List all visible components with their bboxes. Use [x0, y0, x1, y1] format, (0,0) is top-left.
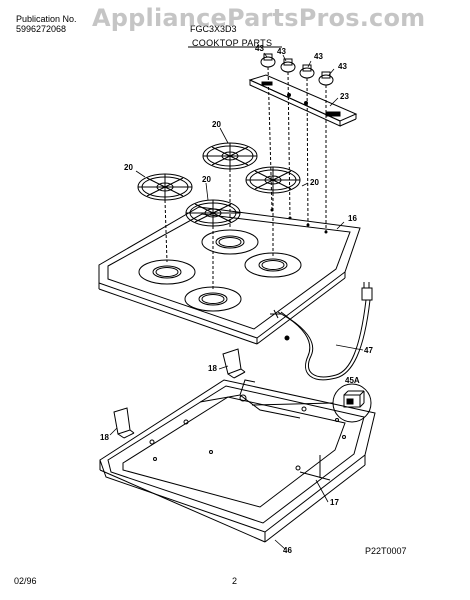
- callout-43-c: 43: [314, 52, 323, 61]
- callout-47: 47: [364, 346, 373, 355]
- callout-leaders: [109, 52, 364, 550]
- print-date: 02/96: [14, 576, 37, 586]
- knob-2: [280, 58, 296, 73]
- callout-23: 23: [340, 92, 349, 101]
- callout-43-b: 43: [277, 47, 286, 56]
- callout-20-d: 20: [202, 175, 211, 184]
- publication-label: Publication No.: [16, 14, 77, 24]
- callout-18-a: 18: [208, 364, 217, 373]
- watermark: AppliancePartsPros.com: [92, 4, 426, 32]
- model-number: FGC3X3D3: [190, 24, 237, 34]
- section-title: COOKTOP PARTS: [192, 38, 273, 48]
- callout-20-b: 20: [124, 163, 133, 172]
- power-cord: [270, 282, 373, 381]
- burner-grate-back: [202, 142, 258, 170]
- callout-20-c: 20: [310, 178, 319, 187]
- callout-43-d: 43: [338, 62, 347, 71]
- diagram-id: P22T0007: [365, 546, 407, 556]
- publication-number: 5996272068: [16, 24, 67, 34]
- page-number: 2: [232, 576, 238, 586]
- burner-grate-right: [245, 166, 301, 194]
- knob-4: [318, 71, 334, 86]
- callout-17: 17: [330, 498, 339, 507]
- callout-45a: 45A: [345, 376, 360, 385]
- knob-3: [299, 64, 315, 79]
- control-knobs: [260, 53, 334, 86]
- callout-43-a: 43: [255, 44, 264, 53]
- cooktop-top: [98, 206, 361, 345]
- burner-box: [99, 379, 376, 543]
- control-panel-overlay: [248, 74, 358, 127]
- callout-46: 46: [283, 546, 292, 555]
- bracket-upper: [222, 348, 246, 379]
- callout-20-a: 20: [212, 120, 221, 129]
- bracket-lower: [113, 407, 135, 439]
- burner-grate-left: [137, 173, 193, 201]
- igniter-switch-detail: [251, 383, 372, 423]
- callout-18-b: 18: [100, 433, 109, 442]
- callout-16: 16: [348, 214, 357, 223]
- knob-leader-lines: [267, 66, 327, 232]
- grate-leader-lines: [164, 169, 274, 290]
- knob-1: [260, 53, 276, 68]
- burner-grate-front: [185, 199, 241, 227]
